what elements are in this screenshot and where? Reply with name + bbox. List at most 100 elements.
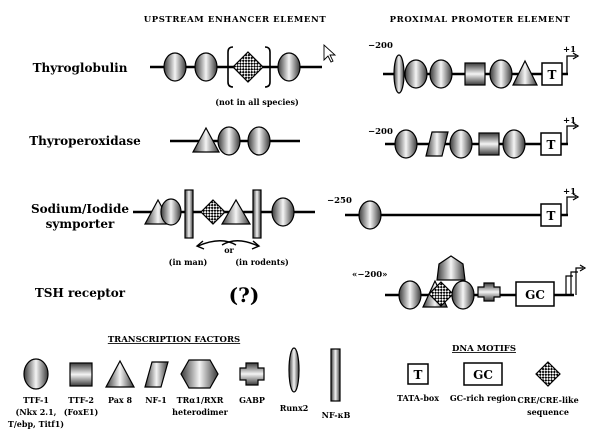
ttf2-square-icon xyxy=(69,362,93,387)
cre-diamond xyxy=(232,51,264,83)
gabp-cross-icon xyxy=(239,362,265,386)
tata-box xyxy=(540,132,562,156)
bracket-left xyxy=(227,46,234,88)
tata-box xyxy=(540,203,562,227)
in-rodents-label: (in rodents) xyxy=(235,257,289,267)
gc-box-label: GC xyxy=(525,288,545,302)
proximal-header: PROXIMAL PROMOTER ELEMENT xyxy=(390,15,571,25)
legend-nfkb-label: NF-κB xyxy=(322,410,351,420)
ttf2-square xyxy=(464,62,486,86)
arrowhead-icon xyxy=(579,264,587,272)
ttf1-ellipse xyxy=(489,59,513,89)
transcription-start-arrow xyxy=(575,267,583,295)
legend-gc-label: GC-rich region xyxy=(450,393,517,403)
legend-ttf2-line2: (FoxE1) xyxy=(64,407,99,417)
thyroglobulin-promoter: −200 T +1 xyxy=(368,41,580,94)
legend-nfkb: NF-κB xyxy=(322,348,351,420)
tata-box-label: T xyxy=(547,138,556,152)
dna-motifs-title: DNA MOTIFS xyxy=(452,344,516,354)
or-label: or xyxy=(224,245,234,255)
legend-gc: GC GC-rich region xyxy=(450,362,517,403)
ttf1-ellipse xyxy=(358,200,382,230)
ttf1-ellipse xyxy=(277,52,301,82)
tata-box-icon xyxy=(407,363,429,385)
tata-box xyxy=(541,62,563,86)
nfkb-bar-icon xyxy=(330,348,341,402)
ttf1-ellipse xyxy=(163,52,187,82)
pax8-triangle xyxy=(512,59,538,86)
ttf1-ellipse xyxy=(451,280,475,310)
tata-box-icon-label: T xyxy=(414,368,423,382)
legend-ttf1-line2: (Nkx 2.1, xyxy=(16,407,57,417)
ttf1-ellipse xyxy=(502,129,526,159)
ttf1-ellipse-icon xyxy=(23,358,49,390)
legend-tata: T TATA-box xyxy=(397,363,439,403)
ttf1-ellipse xyxy=(194,52,218,82)
runx2-ellipse xyxy=(393,54,405,94)
legend-pax8: Pax 8 xyxy=(104,359,136,405)
tr-rxr-hexagon-icon xyxy=(180,359,219,389)
transcription-start-arrow xyxy=(566,55,576,74)
nfkb-bar xyxy=(184,189,194,239)
nis-enhancer: or (in man) (in rodents) xyxy=(133,189,315,267)
arrowhead-icon xyxy=(572,122,580,130)
nf1-parallelogram-icon xyxy=(144,361,169,388)
gene-label-thyroglobulin: Thyroglobulin xyxy=(33,61,128,75)
mouse-cursor-icon xyxy=(323,43,337,63)
legend-ttf1-line3: T/ebp, Titf1) xyxy=(8,419,64,429)
ttf1-ellipse xyxy=(429,59,453,89)
cre-diamond xyxy=(200,199,226,225)
legend-gabp-label: GABP xyxy=(239,395,265,405)
nis-promoter: −250 T +1 xyxy=(327,187,580,230)
arrowhead-icon xyxy=(572,52,580,60)
not-all-species-note: (not in all species) xyxy=(215,97,299,107)
gene-label-thyroperoxidase: Thyroperoxidase xyxy=(29,134,141,148)
legend-gabp: GABP xyxy=(239,362,265,405)
gene-label-tsh-receptor: TSH receptor xyxy=(35,286,126,300)
legend-ttf2-line1: TTF-2 xyxy=(68,395,94,405)
ttf1-ellipse xyxy=(217,126,241,156)
legend-cre: CRE/CRE-like sequence xyxy=(517,361,579,417)
cre-diamond-icon xyxy=(535,361,561,387)
nf1-parallelogram xyxy=(425,131,449,157)
legend-ttf1: TTF-1 (Nkx 2.1, T/ebp, Titf1) xyxy=(8,358,64,429)
gc-box-icon-label: GC xyxy=(473,368,493,382)
pax8-triangle xyxy=(191,126,221,153)
ttf1-ellipse xyxy=(271,197,295,227)
tata-box-label: T xyxy=(547,209,556,223)
ttf1-ellipse xyxy=(247,126,271,156)
arrowhead-icon xyxy=(195,240,205,250)
transcription-start-arrow xyxy=(565,275,573,295)
unknown-enhancer-label: (?) xyxy=(229,283,260,307)
transcription-start-arrow xyxy=(566,196,576,215)
ttf1-ellipse xyxy=(394,129,418,159)
ttf2-square xyxy=(478,132,500,156)
position-approx-minus200: «−200» xyxy=(352,270,388,280)
tata-box-label: T xyxy=(548,68,557,82)
legend-tr-rxr-line2: heterodimer xyxy=(172,407,228,417)
ttf1-ellipse xyxy=(449,129,473,159)
legend-ttf2: TTF-2 (FoxE1) xyxy=(64,362,99,417)
gene-label-nis-line2: symporter xyxy=(46,217,115,231)
transcription-start-arrow xyxy=(566,125,576,144)
position-minus200: −200 xyxy=(368,127,393,137)
tshr-promoter: «−200» GC xyxy=(352,255,587,310)
legend-tr-rxr-line1: TRα1/RXR xyxy=(177,395,224,405)
position-minus200: −200 xyxy=(368,41,393,51)
gc-box-icon xyxy=(463,362,503,386)
pax8-triangle-icon xyxy=(104,359,136,388)
legend-ttf1-line1: TTF-1 xyxy=(23,395,49,405)
legend-pax8-label: Pax 8 xyxy=(108,395,133,405)
position-minus250: −250 xyxy=(327,196,352,206)
thyroperoxidase-promoter: −200 T +1 xyxy=(368,116,580,159)
in-man-label: (in man) xyxy=(169,257,208,267)
upstream-header: UPSTREAM ENHANCER ELEMENT xyxy=(144,15,327,25)
position-plus1: +1 xyxy=(563,45,576,55)
gene-label-nis-line1: Sodium/Iodide xyxy=(31,202,129,216)
alternative-arrow-right xyxy=(221,240,259,247)
nfkb-bar xyxy=(252,189,262,239)
cre-diamond xyxy=(428,281,454,307)
position-plus1: +1 xyxy=(563,187,576,197)
